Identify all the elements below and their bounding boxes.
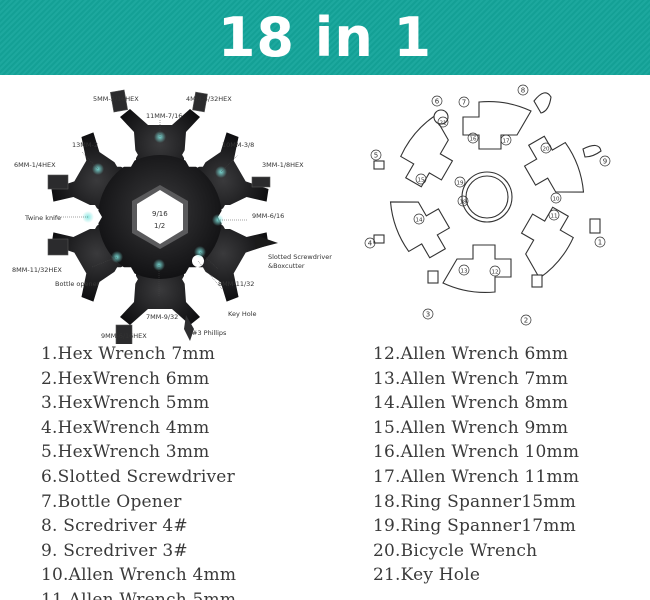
- diagram-num-5: 5: [374, 152, 378, 160]
- callout-6mm-hex: 6MM-1/4HEX: [14, 161, 56, 169]
- callout-phillips: #3 Phillips: [192, 329, 227, 337]
- feature-item: 15.Allen Wrench 9mm: [373, 417, 569, 438]
- feature-item: 21.Key Hole: [373, 565, 481, 586]
- feature-item: 14.Allen Wrench 8mm: [373, 393, 569, 414]
- title-banner: 18 in 1: [0, 0, 650, 75]
- diagram-num-7: 7: [462, 99, 466, 107]
- callout-10mm: 10MM-3/8: [222, 141, 255, 149]
- diagram-num-3: 3: [426, 311, 430, 319]
- diagram-num-10: 10: [553, 197, 560, 203]
- center-label-top: 9/16: [152, 210, 168, 218]
- callout-11mm: 11MM-7/16: [146, 112, 183, 120]
- callout-9mm: 9MM-6/16: [252, 212, 285, 220]
- banner-title: 18 in 1: [217, 5, 433, 69]
- numbered-diagram: 1 2 3 4 5 6 7 8 9 10 11 12 13 14 15 16 1…: [360, 80, 620, 330]
- feature-item: 4.HexWrench 4mm: [41, 417, 210, 438]
- feature-item: 9. Scredriver 3#: [41, 540, 188, 561]
- diagram-num-2: 2: [524, 317, 528, 325]
- feature-list-left: 1.Hex Wrench 7mm 2.HexWrench 6mm 3.HexWr…: [41, 342, 236, 600]
- diagram-num-17: 17: [503, 139, 510, 145]
- diagram-num-11: 11: [551, 214, 558, 220]
- diagram-num-18: 18: [460, 200, 467, 206]
- feature-item: 3.HexWrench 5mm: [41, 393, 210, 414]
- callout-8mm: 8MM-11/32: [218, 280, 255, 288]
- callout-bottle-opener: Bottle opener: [55, 280, 100, 288]
- feature-list-right: 12.Allen Wrench 6mm 13.Allen Wrench 7mm …: [373, 342, 579, 588]
- feature-item: 10.Allen Wrench 4mm: [41, 565, 237, 586]
- diagram-num-12: 12: [492, 270, 499, 276]
- diagram-num-4: 4: [368, 240, 373, 248]
- diagram-num-1: 1: [598, 239, 602, 247]
- product-photo: 5MM-3/16HEX 4MM-5/32HEX 11MM-7/16 13MM-2…: [0, 82, 332, 344]
- diagram-num-20: 20: [543, 147, 550, 153]
- callout-3mm-hex: 3MM-1/8HEX: [262, 161, 304, 169]
- feature-item: 19.Ring Spanner17mm: [373, 516, 576, 537]
- callout-key-hole: Key Hole: [228, 310, 257, 318]
- callout-5mm-hex: 5MM-3/16HEX: [93, 95, 139, 103]
- callout-7mm: 7MM-9/32: [146, 313, 179, 321]
- feature-item: 6.Slotted Screwdriver: [41, 466, 235, 487]
- feature-item: 5.HexWrench 3mm: [41, 442, 210, 463]
- snowflake-tool-outline: 1 2 3 4 5 6 7 8 9 10 11 12 13 14 15 16 1…: [364, 84, 611, 326]
- diagram-num-8: 8: [521, 87, 525, 95]
- feature-item: 20.Bicycle Wrench: [373, 540, 538, 561]
- feature-item: 1.Hex Wrench 7mm: [41, 344, 216, 364]
- feature-item: 2.HexWrench 6mm: [41, 368, 210, 389]
- callout-boxcutter: &Boxcutter: [268, 262, 305, 270]
- diagram-num-16: 16: [470, 137, 477, 143]
- snowflake-tool-photo: [47, 89, 278, 344]
- feature-item: 8. Scredriver 4#: [41, 516, 188, 537]
- callout-8mm-hex: 8MM-11/32HEX: [12, 266, 62, 274]
- diagram-num-6: 6: [435, 98, 440, 106]
- diagram-num-14: 14: [416, 218, 423, 224]
- callout-4mm-hex: 4MM-5/32HEX: [186, 95, 232, 103]
- callout-slotted-screwdriver: Slotted Screwdriver: [268, 253, 332, 261]
- callout-13mm: 13MM-2: [72, 141, 98, 149]
- diagram-num-15: 15: [418, 178, 425, 184]
- diagram-num-19: 19: [457, 181, 464, 187]
- feature-item: 7.Bottle Opener: [41, 491, 182, 512]
- feature-item: 18.Ring Spanner15mm: [373, 491, 576, 512]
- callout-twine-knife: Twine knife: [25, 214, 62, 222]
- feature-item: 12.Allen Wrench 6mm: [373, 344, 569, 364]
- diagram-num-21: 21: [440, 121, 447, 127]
- diagram-num-9: 9: [603, 158, 607, 166]
- diagram-num-13: 13: [461, 269, 468, 275]
- feature-item: 17.Allen Wrench 11mm: [373, 466, 580, 487]
- feature-item: 13.Allen Wrench 7mm: [373, 368, 569, 389]
- callout-9mm-hex: 9MM-6/16HEX: [101, 332, 147, 340]
- feature-item: 11.Allen Wrench 5mm: [41, 589, 237, 600]
- center-label-bottom: 1/2: [154, 222, 166, 230]
- feature-item: 16.Allen Wrench 10mm: [373, 442, 580, 463]
